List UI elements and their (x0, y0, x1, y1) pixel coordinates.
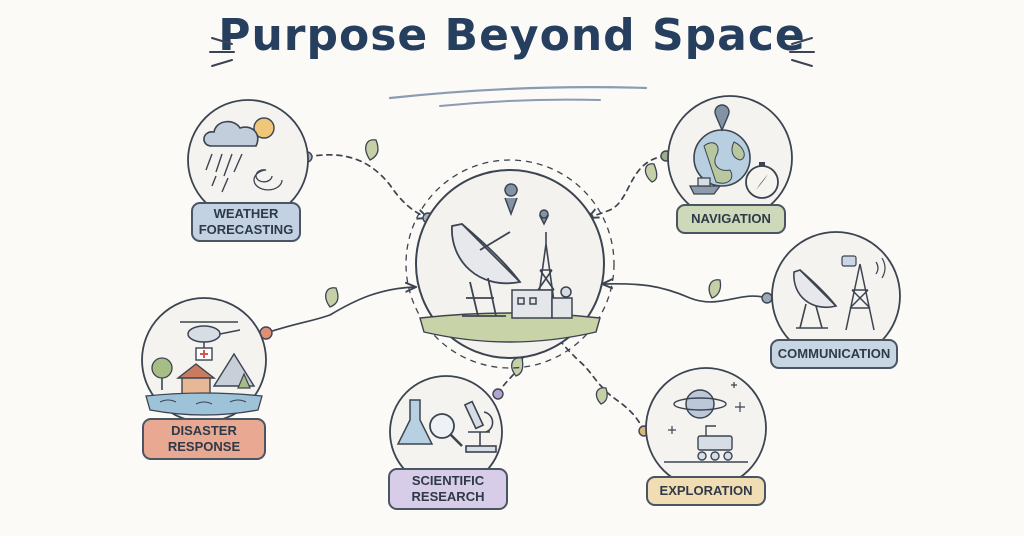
communication-label: COMMUNICATION (770, 339, 898, 369)
connectors (265, 153, 768, 432)
location-pin-icon (714, 104, 730, 132)
exploration-label: EXPLORATION (646, 476, 766, 506)
building-icon (511, 286, 573, 319)
hub-ground-station (405, 159, 615, 369)
sun-icon (253, 117, 275, 139)
signal-waves-icon (875, 257, 886, 279)
page-title: Purpose Beyond Space (218, 10, 806, 61)
navigation-label: NAVIGATION (676, 204, 786, 234)
chat-bubble-icon (841, 255, 857, 267)
rover-icon (664, 425, 748, 463)
weather-label: WEATHER FORECASTING (191, 202, 301, 242)
exploration-node (645, 367, 767, 489)
planet-icon (673, 389, 727, 419)
disaster-label: DISASTER RESPONSE (142, 418, 266, 460)
communication-node (771, 231, 901, 361)
flood-water-icon (145, 392, 263, 416)
satellite-dish-icon (793, 269, 838, 329)
helicopter-icon (180, 321, 241, 348)
title-decoration (209, 37, 815, 107)
research-node (389, 375, 503, 489)
rain-icon (205, 153, 243, 193)
disaster-node (141, 297, 267, 423)
cyclone-icon (253, 169, 283, 191)
node-comm-dot (761, 292, 773, 304)
research-label: SCIENTIFIC RESEARCH (388, 468, 508, 510)
cloud-icon (203, 120, 259, 147)
leaf-decorations (325, 139, 722, 405)
ship-icon (688, 177, 722, 195)
weather-node (187, 99, 309, 221)
star-icon (668, 382, 745, 434)
medical-kit-icon (195, 347, 213, 361)
satellite-dish-icon (451, 223, 522, 317)
magnifier-icon (429, 413, 463, 447)
flask-icon (396, 399, 434, 445)
location-pin-icon (504, 183, 550, 226)
microscope-icon (463, 400, 497, 453)
globe-icon (693, 129, 751, 187)
house-icon (175, 363, 217, 395)
tree-icon (151, 357, 251, 390)
compass-icon (745, 162, 779, 199)
navigation-node (667, 95, 793, 221)
antenna-tower-icon (845, 263, 875, 331)
node-research-dot (492, 388, 504, 400)
